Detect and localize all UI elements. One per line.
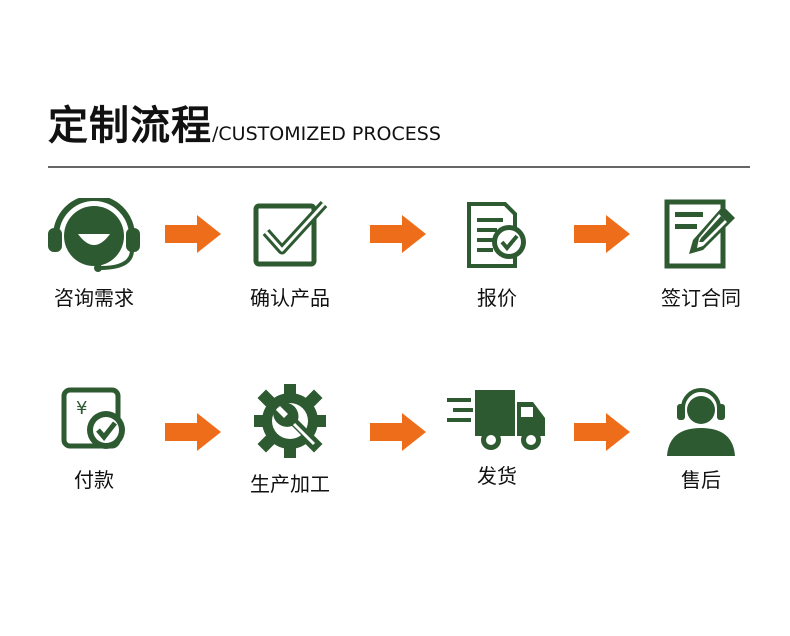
arrow-right-icon (370, 413, 426, 451)
title-english: /CUSTOMIZED PROCESS (212, 123, 441, 145)
headset-smile-icon (48, 198, 140, 272)
checkbox-icon (253, 200, 328, 267)
step-sign-contract: 签订合同 (631, 198, 771, 311)
svg-text:¥: ¥ (76, 398, 87, 419)
step-label: 确认产品 (250, 286, 330, 310)
arrow-right-icon (574, 413, 630, 451)
title-divider (48, 166, 750, 168)
step-payment: ¥ 付款 (24, 386, 164, 493)
step-label: 售后 (681, 468, 721, 492)
step-label: 签订合同 (661, 286, 741, 310)
arrow-right-icon (370, 215, 426, 253)
step-shipping: 发货 (427, 386, 567, 489)
customer-service-icon (667, 388, 735, 456)
step-label: 发货 (477, 464, 517, 488)
step-label: 生产加工 (250, 472, 330, 496)
page-title: 定制流程/CUSTOMIZED PROCESS (48, 100, 441, 152)
arrow-right-icon (165, 413, 221, 451)
step-after-sales: 售后 (631, 384, 771, 493)
title-chinese: 定制流程 (48, 103, 212, 149)
gear-wrench-icon (254, 384, 326, 458)
arrow-right-icon (165, 215, 221, 253)
delivery-truck-icon (447, 390, 545, 450)
step-label: 咨询需求 (54, 286, 134, 310)
step-production: 生产加工 (220, 382, 360, 497)
yuan-payment-icon: ¥ (61, 387, 125, 449)
document-check-icon (467, 202, 526, 268)
contract-pen-icon (664, 199, 735, 269)
step-label: 报价 (477, 286, 517, 310)
step-consult: 咨询需求 (24, 198, 164, 311)
step-label: 付款 (74, 468, 114, 492)
arrow-right-icon (574, 215, 630, 253)
step-quote: 报价 (427, 198, 567, 311)
step-confirm-product: 确认产品 (220, 198, 360, 311)
